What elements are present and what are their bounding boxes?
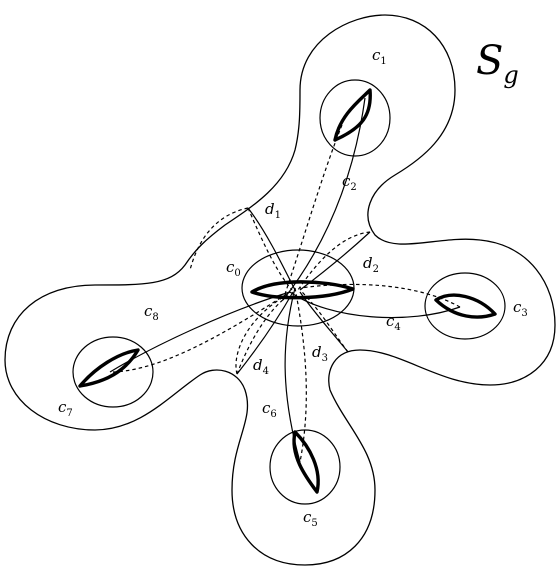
label-c1: c1 — [372, 46, 387, 67]
label-c6: c6 — [262, 399, 277, 420]
curve-c2-back — [282, 124, 343, 301]
label-c2: c2 — [342, 172, 357, 193]
curve-d2-back — [297, 231, 371, 291]
surface-title: Sg — [476, 38, 519, 89]
label-c0: c0 — [226, 258, 241, 279]
hole-3 — [434, 293, 497, 319]
curve-c5 — [269, 429, 341, 505]
label-c5: c5 — [303, 508, 318, 529]
label-d1: d1 — [265, 200, 281, 221]
hole-1 — [333, 88, 372, 142]
curve-d2 — [299, 231, 371, 291]
label-d4: d4 — [253, 356, 269, 377]
curve-c2 — [282, 97, 366, 301]
curve-d1 — [247, 207, 296, 291]
curve-c1 — [319, 79, 391, 157]
label-d2: d2 — [363, 254, 379, 275]
curve-c4-back — [299, 283, 461, 308]
hole-5 — [292, 430, 320, 494]
curve-d4-back — [236, 293, 291, 375]
label-c4: c4 — [386, 312, 401, 333]
hole-7 — [78, 348, 140, 388]
label-d3: d3 — [312, 343, 328, 364]
label-c3: c3 — [513, 298, 528, 319]
curve-c8 — [109, 291, 291, 373]
curve-c3 — [424, 272, 506, 340]
curve-d1-back-2 — [247, 207, 293, 291]
curve-c6-back — [294, 287, 307, 463]
label-c7: c7 — [58, 398, 73, 419]
curve-c8-back — [112, 291, 291, 373]
label-c8: c8 — [144, 302, 159, 323]
curve-d4-back-2 — [235, 295, 286, 375]
curve-c7 — [72, 336, 154, 408]
curve-d1-back — [189, 207, 249, 271]
curve-d3-back — [301, 291, 349, 353]
curve-c6 — [284, 287, 301, 463]
curve-d4 — [236, 291, 294, 375]
hole-central — [250, 280, 355, 300]
surface-outline — [4, 14, 556, 566]
